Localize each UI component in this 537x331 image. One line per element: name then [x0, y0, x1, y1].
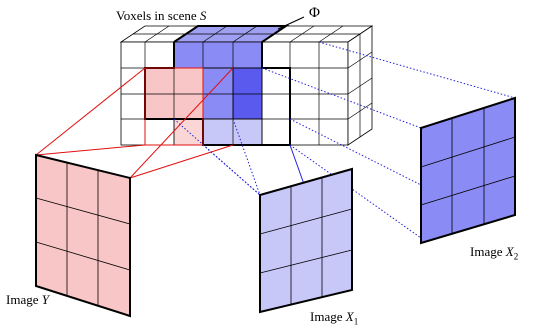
image-x2-symbol: X [505, 244, 514, 259]
image-y-symbol: Y [41, 292, 49, 307]
image-x2-panel [420, 96, 516, 245]
image-x1-symbol: X [345, 309, 354, 324]
image-y-panel [35, 153, 131, 318]
image-y-label: Image Y [6, 293, 49, 306]
projection-lines-x1 [173, 118, 306, 196]
projection-lines-x2 [261, 41, 516, 239]
voxel-blue-dark [232, 67, 263, 120]
voxel-blue-light-b [202, 118, 263, 146]
image-x2-subscript: 2 [513, 251, 519, 262]
voxels-symbol: S [199, 8, 207, 23]
image-x2-prefix: Image [470, 244, 503, 259]
projection-lines-y [35, 67, 234, 179]
voxel-block [119, 25, 374, 146]
image-x1-panel [259, 167, 353, 314]
voxel-front-highlight-top [173, 41, 263, 69]
voxels-title-text: Voxels in scene [116, 8, 197, 23]
voxel-blue-mid [202, 67, 234, 120]
voxel-red-outline [144, 67, 204, 146]
phi-label: Φ [309, 6, 320, 21]
voxels-title: Voxels in scene S [116, 9, 206, 22]
image-x1-label: Image X1 [310, 310, 358, 327]
image-y-prefix: Image [6, 292, 39, 307]
image-x1-subscript: 1 [353, 316, 359, 327]
phi-pointer-line [277, 16, 305, 30]
phi-symbol: Φ [309, 5, 320, 21]
image-x1-prefix: Image [310, 309, 343, 324]
voxel-red-light [173, 118, 204, 146]
image-x2-label: Image X2 [470, 245, 518, 262]
